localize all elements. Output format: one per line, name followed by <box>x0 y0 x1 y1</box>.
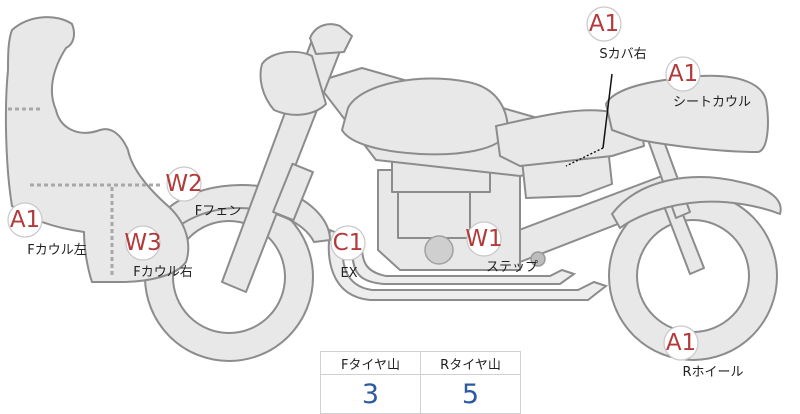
front-tread-value: 3 <box>321 375 421 414</box>
marker-label: EX <box>340 266 357 281</box>
marker-label: ステップ <box>486 260 538 275</box>
handlebar <box>310 24 352 54</box>
engine-cover <box>425 236 453 264</box>
engine-head <box>398 192 470 238</box>
marker-code: W1 <box>465 226 502 252</box>
marker-label: Rホイール <box>682 365 743 380</box>
marker-side-cover-right[interactable]: A1 Sカバ右 <box>587 7 647 62</box>
marker-code: C1 <box>333 230 364 256</box>
rear-tread-header: Rタイヤ山 <box>421 352 521 375</box>
tire-tread-table: Fタイヤ山 Rタイヤ山 3 5 <box>320 351 521 414</box>
marker-code: W2 <box>165 171 202 197</box>
rear-wheel <box>623 206 763 346</box>
tread-table-value-row: 3 5 <box>321 375 521 414</box>
marker-code: A1 <box>666 330 696 356</box>
rear-tread-value: 5 <box>421 375 521 414</box>
front-tread-header: Fタイヤ山 <box>321 352 421 375</box>
marker-label: シートカウル <box>673 95 751 110</box>
marker-code: A1 <box>668 61 698 87</box>
marker-code: A1 <box>10 207 40 233</box>
marker-label: Sカバ右 <box>599 47 646 62</box>
marker-code: A1 <box>589 11 619 37</box>
marker-label: Fフェン <box>195 204 241 219</box>
marker-label: Fカウル右 <box>133 265 192 280</box>
marker-label: Fカウル左 <box>27 243 86 258</box>
marker-code: W3 <box>124 230 161 256</box>
tread-table-header-row: Fタイヤ山 Rタイヤ山 <box>321 352 521 375</box>
